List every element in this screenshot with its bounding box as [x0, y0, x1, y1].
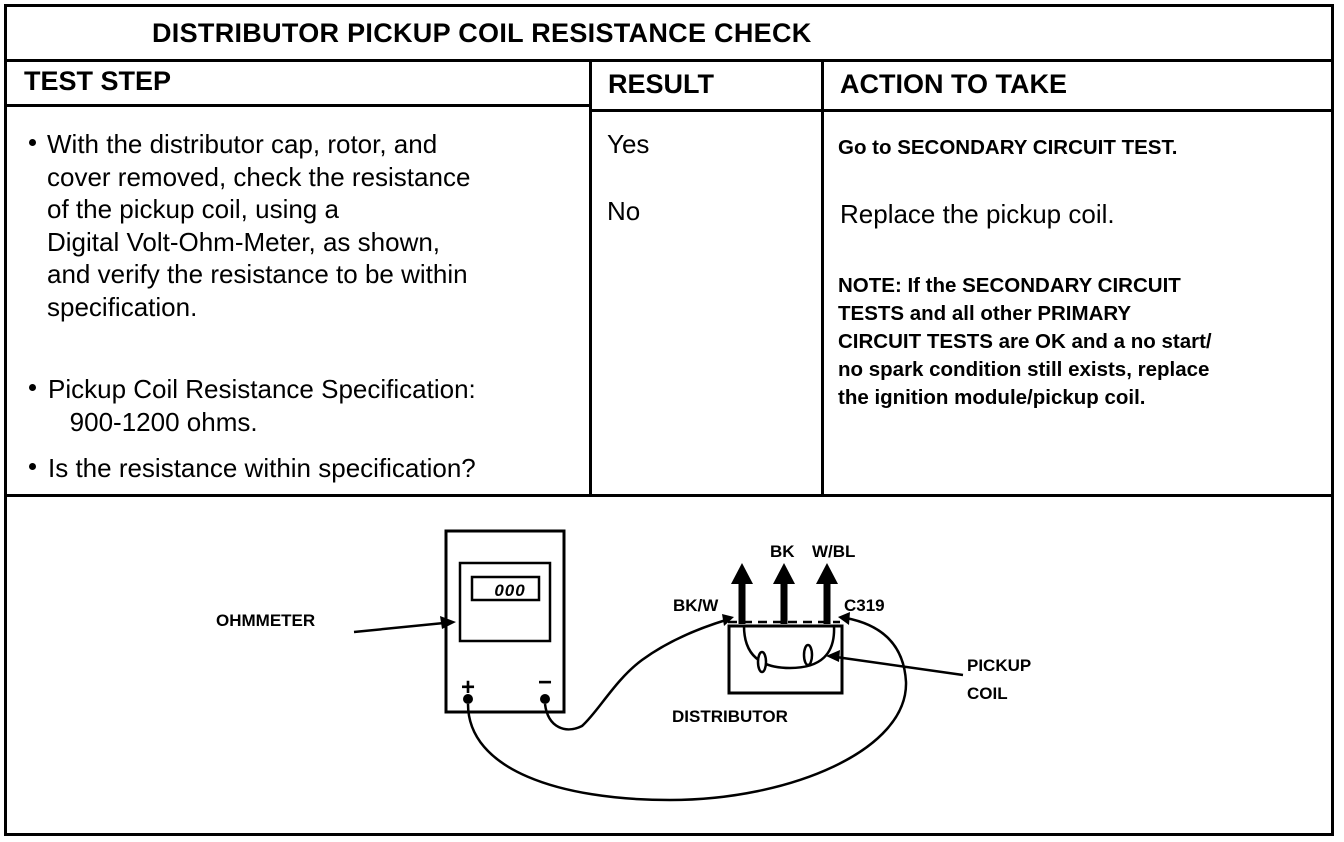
- ohmmeter-display-window: [458, 561, 552, 643]
- result-yes: Yes: [607, 129, 650, 159]
- wire-label-bk: BK: [770, 542, 795, 561]
- bullet-icon: [29, 139, 36, 146]
- test-step-2: Pickup Coil Resistance Specification: 90…: [48, 374, 476, 437]
- ohmmeter-pointer-arrowhead: [440, 616, 456, 629]
- pickup-coil-label-line1: PICKUP: [967, 656, 1031, 675]
- test-step-3: Is the resistance within specification?: [48, 453, 476, 483]
- coil-winding-right: [802, 643, 814, 667]
- plus-sign: +: [461, 674, 475, 701]
- title-divider: [6, 59, 1332, 62]
- ohmmeter-label: OHMMETER: [216, 611, 315, 630]
- header-test-step: TEST STEP: [24, 66, 172, 96]
- wire-label-bkw: BK/W: [673, 596, 719, 615]
- pickup-coil-pointer: [835, 655, 964, 677]
- connector-label: C319: [844, 596, 885, 615]
- positive-terminal: [463, 694, 473, 704]
- negative-terminal: [540, 694, 550, 704]
- distributor-label: DISTRIBUTOR: [672, 707, 788, 726]
- wire-label-wbl: W/BL: [812, 542, 855, 561]
- action-yes: Go to SECONDARY CIRCUIT TEST.: [838, 136, 1178, 159]
- test-step-1: With the distributor cap, rotor, and cov…: [47, 129, 471, 322]
- pickup-coil-label-line2: COIL: [967, 684, 1008, 703]
- bullet-icon: [29, 463, 36, 470]
- coil-winding-left: [756, 650, 768, 674]
- ohmmeter-readout-box: [470, 575, 541, 602]
- minus-sign: −: [538, 669, 552, 696]
- ohmmeter-pointer: [353, 621, 445, 634]
- header-result: RESULT: [608, 69, 714, 99]
- negative-lead-tip: [722, 614, 734, 626]
- positive-test-lead: [466, 616, 908, 802]
- table-title: DISTRIBUTOR PICKUP COIL RESISTANCE CHECK: [152, 18, 812, 48]
- action-no: Replace the pickup coil.: [840, 199, 1115, 229]
- ohmmeter-readout: 000: [494, 581, 525, 600]
- negative-test-lead: [543, 618, 727, 731]
- result-no: No: [607, 196, 641, 226]
- body-divider: [6, 494, 1332, 497]
- bullet-icon: [29, 384, 36, 391]
- wbl-wire-arrow: [816, 563, 838, 584]
- pickup-coil-pointer-arrowhead: [826, 650, 840, 662]
- bk-wire-arrow: [773, 563, 795, 584]
- column-divider-2: [821, 59, 824, 496]
- header-divider-left: [6, 104, 591, 107]
- pickup-coil-loop: [742, 625, 836, 670]
- action-note: NOTE: If the SECONDARY CIRCUIT TESTS and…: [838, 274, 1212, 409]
- positive-lead-tip: [838, 612, 850, 625]
- procedure-table: [4, 4, 1334, 836]
- column-divider-1: [589, 59, 592, 496]
- header-action: ACTION TO TAKE: [840, 69, 1067, 99]
- header-divider-right: [591, 109, 1332, 112]
- bkw-wire-arrow: [731, 563, 753, 584]
